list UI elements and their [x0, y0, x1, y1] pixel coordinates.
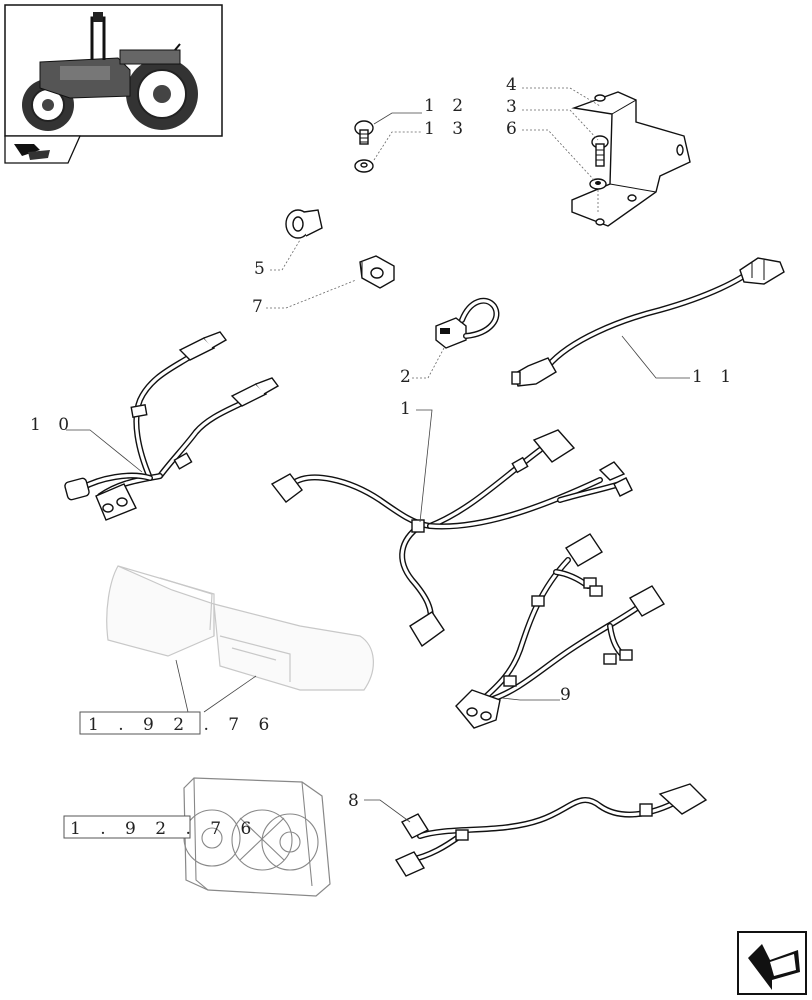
callout-6: 6: [506, 119, 523, 139]
ref-rear-lamp[interactable]: 1 . 9 2 . 7 6: [88, 715, 276, 735]
washer-6: [589, 178, 607, 190]
spacer-7: [359, 255, 395, 289]
ref-box-rear: [79, 711, 201, 735]
callout-9: 9: [560, 685, 577, 705]
harness-10: [64, 331, 280, 521]
callout-4: 4: [506, 75, 523, 95]
section-tab[interactable]: [4, 135, 82, 164]
next-page-button[interactable]: [737, 931, 807, 995]
bracket-4: [571, 91, 691, 227]
connector-2: [435, 297, 500, 349]
callout-5: 5: [254, 259, 271, 279]
ref-front-lamp[interactable]: 1 . 9 2 . 7 6: [70, 819, 258, 839]
callout-7: 7: [252, 297, 269, 317]
harness-8: [394, 783, 708, 877]
callout-13: 1 3: [424, 119, 469, 139]
section-book-icon: [14, 144, 50, 160]
callout-2: 2: [400, 367, 417, 387]
harness-1: [270, 429, 633, 648]
callout-12: 1 2: [424, 96, 469, 116]
ref-box-front: [63, 815, 191, 839]
grommet-5: [285, 209, 323, 239]
bolt-3: [591, 135, 609, 167]
harness-9: [455, 533, 666, 729]
callout-3: 3: [506, 97, 523, 117]
next-page-arrow-icon: [748, 944, 800, 990]
harness-11: [511, 257, 785, 387]
tractor-thumbnail-icon: [22, 12, 198, 131]
callout-11: 1 1: [692, 367, 737, 387]
rear-lamp-ghost: [106, 565, 374, 691]
callout-1: 1: [400, 399, 417, 419]
tractor-thumbnail[interactable]: [4, 4, 223, 137]
callout-8: 8: [348, 791, 365, 811]
washer-13: [354, 159, 374, 173]
callout-10: 1 0: [30, 415, 75, 435]
bolt-12: [354, 120, 374, 145]
